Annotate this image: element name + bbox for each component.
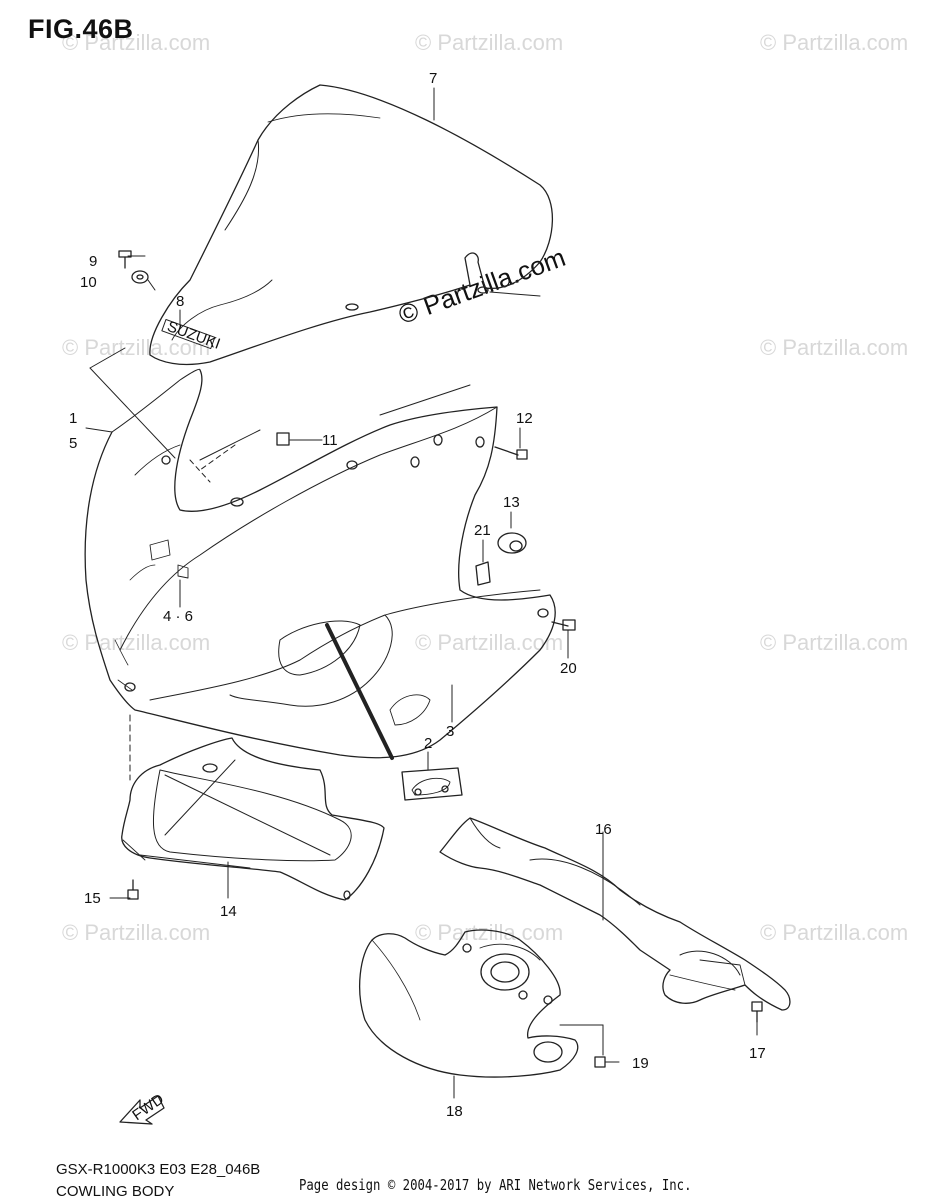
callout-8: 8 xyxy=(176,293,184,310)
screw-19 xyxy=(594,1056,606,1068)
screw-12 xyxy=(494,446,528,460)
callout-20: 20 xyxy=(560,660,577,677)
callout-15: 15 xyxy=(84,890,101,907)
watermark: © Partzilla.com xyxy=(62,30,211,55)
screw-17 xyxy=(751,1001,763,1023)
callout-3: 3 xyxy=(446,723,454,740)
callout-7: 7 xyxy=(429,70,437,87)
callout-19: 19 xyxy=(632,1055,649,1072)
screw-20 xyxy=(551,619,576,631)
grommet-13 xyxy=(497,532,527,554)
fwd-arrow-icon xyxy=(119,1095,165,1125)
suzuki-emblem-text: SUZUKI xyxy=(165,318,223,353)
callout-14: 14 xyxy=(220,903,237,920)
callout-5: 5 xyxy=(69,435,77,452)
nut-11 xyxy=(276,432,290,446)
watermark: © Partzilla.com xyxy=(760,335,909,360)
callout-18: 18 xyxy=(446,1103,463,1120)
callout-12: 12 xyxy=(516,410,533,427)
decal-pointer xyxy=(325,623,429,771)
callout-2: 2 xyxy=(424,735,432,752)
section-name: COWLING BODY xyxy=(56,1183,175,1200)
watermark: © Partzilla.com xyxy=(62,920,211,945)
windscreen-part xyxy=(149,84,554,366)
callout-4-6: 4 · 6 xyxy=(163,608,193,625)
watermark: © Partzilla.com xyxy=(415,30,564,55)
callout-1: 1 xyxy=(69,410,77,427)
page-credit: Page design © 2004-2017 by ARI Network S… xyxy=(299,1176,692,1194)
caution-decal-part xyxy=(401,767,463,801)
callout-17: 17 xyxy=(749,1045,766,1062)
model-code: GSX-R1000K3 E03 E28_046B xyxy=(56,1161,261,1178)
watermark: © Partzilla.com xyxy=(760,920,909,945)
upper-cowling-part xyxy=(84,368,556,759)
figure-title: FIG.46B xyxy=(28,14,134,44)
clip-21 xyxy=(475,561,491,586)
callout-11: 11 xyxy=(322,432,338,449)
screw-15 xyxy=(127,879,139,900)
watermark: © Partzilla.com xyxy=(62,630,211,655)
suzuki-emblem-part xyxy=(161,319,216,350)
watermark: © Partzilla.com xyxy=(760,30,909,55)
washer-10 xyxy=(131,270,149,284)
watermark: © Partzilla.com xyxy=(760,630,909,655)
callout-10: 10 xyxy=(80,274,97,291)
under-cowling-part xyxy=(121,737,385,901)
heat-shield-part xyxy=(359,929,579,1078)
screw-9 xyxy=(118,250,132,269)
callout-21: 21 xyxy=(474,522,491,539)
inner-panel-part xyxy=(439,817,791,1011)
watermark: © Partzilla.com xyxy=(415,920,564,945)
leader-lines xyxy=(85,87,758,1099)
callout-9: 9 xyxy=(89,253,97,270)
callout-16: 16 xyxy=(595,821,612,838)
callout-13: 13 xyxy=(503,494,520,511)
